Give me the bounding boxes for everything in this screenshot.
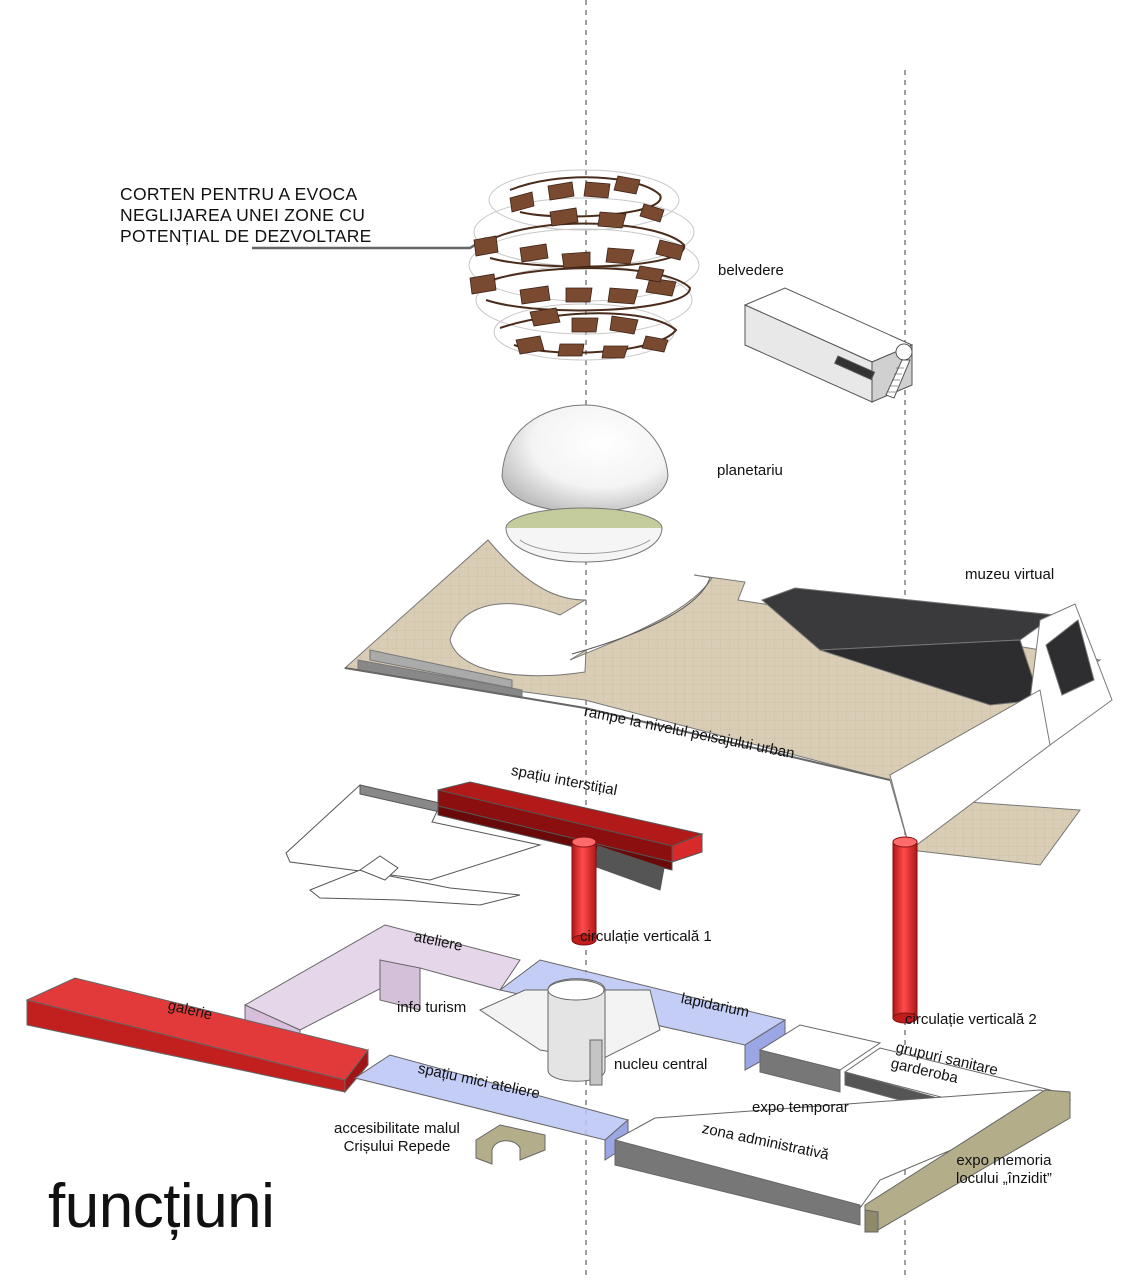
label-planetariu: planetariu bbox=[717, 462, 783, 479]
central-core bbox=[478, 978, 661, 1086]
label-expo-temporar: expo temporar bbox=[752, 1099, 849, 1116]
annotation-line-3: POTENȚIAL DE DEZVOLTARE bbox=[120, 226, 372, 246]
label-accesibilitate-line-2: Crișului Repede bbox=[343, 1138, 451, 1155]
label-info-turism: info turism bbox=[397, 999, 467, 1016]
vertical-circulation-cylinders bbox=[571, 836, 918, 1024]
plaza-ramps-level bbox=[343, 539, 1113, 866]
label-muzeu-virtual: muzeu virtual bbox=[965, 566, 1055, 583]
belvedere-volume bbox=[743, 287, 914, 403]
interstitial-level bbox=[285, 781, 704, 906]
corten-sphere bbox=[468, 169, 700, 361]
label-nucleu-central: nucleu central bbox=[614, 1056, 708, 1073]
annotation-line-2: NEGLIJAREA UNEI ZONE CU bbox=[120, 205, 366, 225]
label-expo-memoria: expo memoria locului „înzidit” bbox=[956, 1152, 1052, 1188]
label-circulatie-2: circulație verticală 2 bbox=[905, 1011, 1037, 1028]
annotation-line-1: CORTEN PENTRU A EVOCA bbox=[120, 184, 358, 204]
ground-floor-level bbox=[25, 924, 1072, 1233]
label-expo-memoria-line-1: expo memoria bbox=[956, 1152, 1052, 1169]
label-circulatie-1: circulație verticală 1 bbox=[580, 928, 712, 945]
page-title: funcțiuni bbox=[48, 1172, 275, 1241]
label-belvedere: belvedere bbox=[718, 262, 784, 279]
label-accesibilitate-line-1: accesibilitate malul bbox=[334, 1120, 460, 1137]
label-accesibilitate: accesibilitate malul Crișului Repede bbox=[334, 1120, 460, 1156]
label-expo-memoria-line-2: locului „înzidit” bbox=[956, 1170, 1052, 1187]
annotation-corten: CORTEN PENTRU A EVOCA NEGLIJAREA UNEI ZO… bbox=[120, 184, 372, 247]
planetarium-volume bbox=[501, 404, 669, 563]
